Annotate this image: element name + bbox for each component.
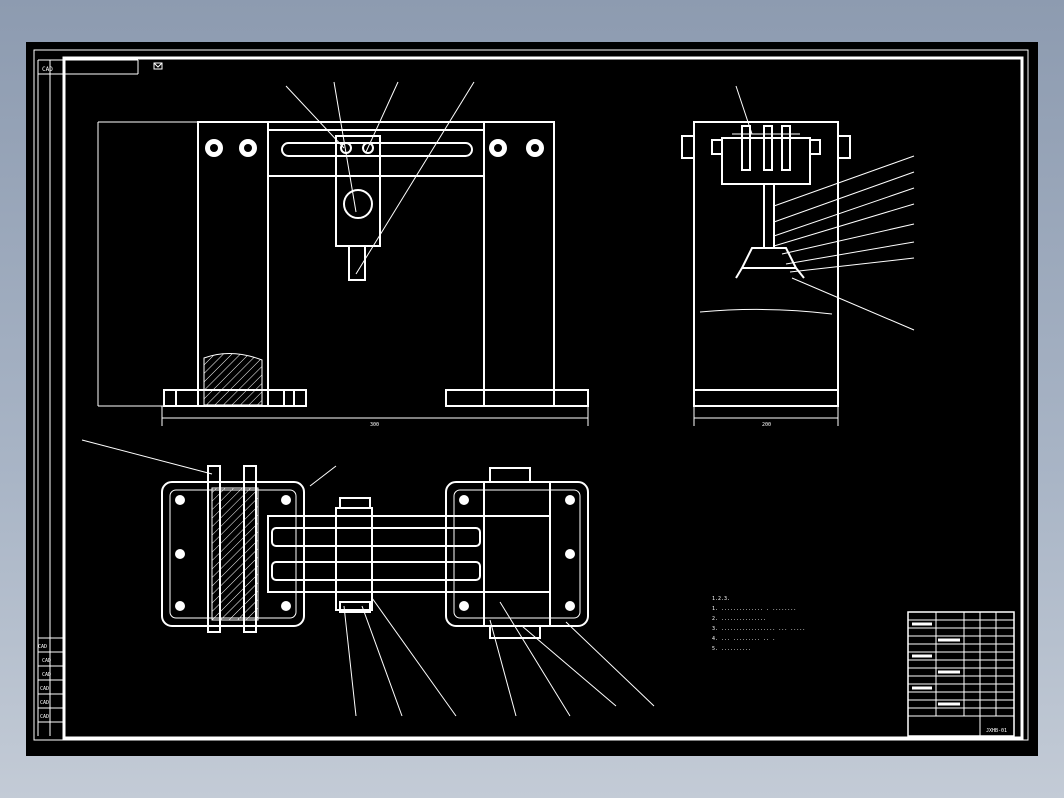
- notes-line-2: 2. ...............: [712, 616, 766, 622]
- front-right-foot: [445, 389, 589, 407]
- title-block-fill: [912, 622, 960, 706]
- notes-line-4: 4. ... ......... .. .: [712, 636, 775, 642]
- svg-text:CAD: CAD: [40, 686, 49, 692]
- drawing-number: JXHB-01: [986, 728, 1007, 734]
- side-width-dimension: 200: [762, 422, 771, 428]
- notes-heading: 1.2.3.: [712, 596, 730, 602]
- bolt-icon: [175, 495, 575, 611]
- side-base: [693, 389, 839, 407]
- notes-line-3: 3. .................. ... .....: [712, 626, 805, 632]
- front-leader-lines: [285, 81, 475, 275]
- front-plunger: [348, 245, 366, 281]
- svg-text:CAD: CAD: [38, 644, 47, 650]
- side-clamp-head: [721, 137, 811, 185]
- top-left-plate: [161, 481, 305, 627]
- top-leader-lines: [81, 439, 655, 717]
- sheet-outer-border: [33, 49, 1029, 741]
- front-width-dimension: 300: [370, 422, 379, 428]
- top-slot-lower: [271, 561, 481, 581]
- top-slot-upper: [271, 527, 481, 547]
- svg-text:CAD: CAD: [40, 714, 49, 720]
- svg-text:CAD: CAD: [42, 658, 51, 664]
- side-leader-lines: [735, 85, 915, 331]
- top-view[interactable]: [161, 465, 589, 639]
- drawing-sheet[interactable]: CAD CAD CAD CAD CAD CAD CAD: [26, 42, 1038, 756]
- side-strip: [37, 59, 139, 736]
- front-eccentric-disk: [343, 189, 373, 219]
- svg-text:CAD: CAD: [42, 672, 51, 678]
- side-body: [693, 121, 839, 407]
- front-hatched-section: [203, 353, 263, 406]
- notes-line-5: 5. ..........: [712, 646, 751, 652]
- top-hatched-section: [211, 487, 259, 621]
- crop-label: CAD: [42, 66, 53, 73]
- front-top-beam: [267, 121, 485, 177]
- front-slot: [281, 142, 473, 157]
- side-view[interactable]: [681, 121, 851, 407]
- envelope-icon: [153, 62, 163, 70]
- notes-line-1: 1. .............. . ........: [712, 606, 796, 612]
- drawing-text: 300 200 1.2.3. 1. .............. . .....…: [370, 422, 1007, 734]
- side-dimension-lines: [693, 406, 839, 426]
- front-right-column: [483, 121, 555, 407]
- drawing-canvas[interactable]: CAD CAD CAD CAD CAD CAD CAD: [26, 42, 1038, 756]
- side-rod: [763, 183, 775, 249]
- front-dimension-lines: [97, 121, 589, 426]
- svg-text:CAD: CAD: [40, 700, 49, 706]
- side-gripper: [740, 247, 798, 269]
- front-view[interactable]: [163, 121, 589, 407]
- side-strip-labels: CAD CAD CAD CAD CAD CAD CAD: [38, 66, 53, 720]
- knob-icon[interactable]: [205, 139, 544, 157]
- sheet-inner-border: [62, 56, 1024, 740]
- title-block[interactable]: [907, 611, 1015, 737]
